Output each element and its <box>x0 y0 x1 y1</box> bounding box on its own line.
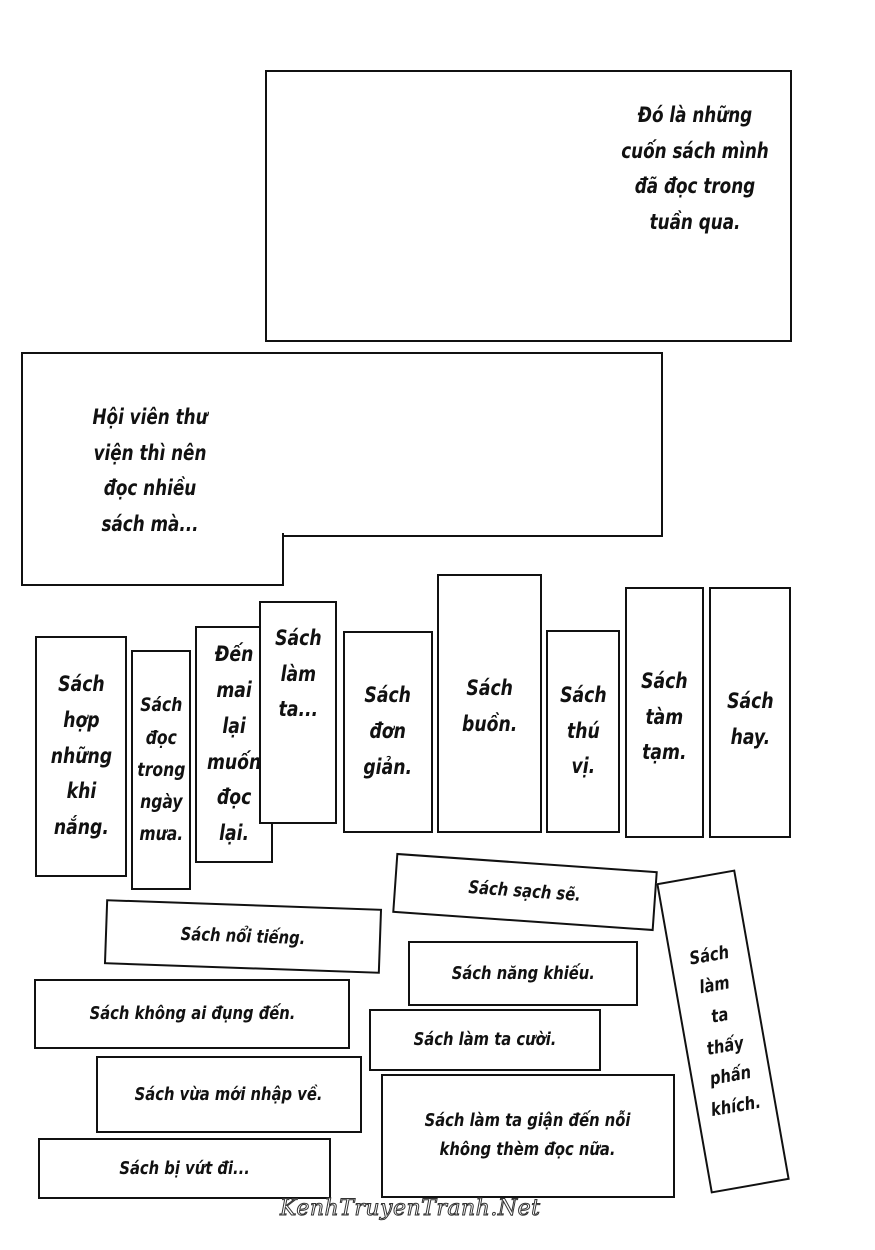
book-clean-label: Sách sạch sẽ. <box>468 877 582 907</box>
book-angry: Sách làm ta giận đến nỗi không thèm đọc … <box>381 1074 675 1198</box>
book-spine-rainy-label: Sách đọc trong ngày mưa. <box>136 694 186 846</box>
book-funny: Sách làm ta cười. <box>369 1009 601 1071</box>
book-spine-reread-label: Đến mai lại muốn đọc lại. <box>206 642 262 845</box>
book-spine-good-label: Sách hay. <box>726 689 774 749</box>
narration-middle: Hội viên thư viện thì nên đọc nhiều sách… <box>92 405 208 537</box>
book-spine-interesting: Sách thú vị. <box>546 630 620 833</box>
book-thrown-away: Sách bị vứt đi... <box>38 1138 331 1199</box>
book-untouched-label: Sách không ai đụng đến. <box>89 1003 295 1025</box>
book-spine-sad-label: Sách buồn. <box>461 676 518 736</box>
book-spine-sad: Sách buồn. <box>437 574 542 833</box>
book-untouched: Sách không ai đụng đến. <box>34 979 350 1049</box>
book-spine-sunny-label: Sách hợp những khi nắng. <box>50 672 112 840</box>
panel-middle-tab <box>21 533 284 586</box>
book-spine-so-so: Sách tàm tạm. <box>625 587 704 838</box>
panel-middle <box>21 352 663 537</box>
book-excited-label: Sách làm ta thấy phấn khích. <box>688 941 763 1121</box>
book-famous: Sách nổi tiếng. <box>103 899 383 974</box>
book-new-arrival-label: Sách vừa mới nhập về. <box>135 1083 323 1105</box>
book-new-arrival: Sách vừa mới nhập về. <box>96 1056 362 1133</box>
book-spine-makes-us: Sách làm ta... <box>259 601 337 824</box>
book-talent-label: Sách năng khiếu. <box>451 962 595 984</box>
book-clean: Sách sạch sẽ. <box>392 852 658 932</box>
watermark: KenhTruyenTranh.Net <box>279 1196 541 1222</box>
book-spine-simple-label: Sách đơn giản. <box>363 683 413 779</box>
book-spine-good: Sách hay. <box>709 587 791 838</box>
book-spine-so-so-label: Sách tàm tạm. <box>641 669 688 765</box>
book-funny-label: Sách làm ta cười. <box>413 1029 557 1051</box>
book-spine-rainy: Sách đọc trong ngày mưa. <box>131 650 191 890</box>
book-famous-label: Sách nổi tiếng. <box>180 923 306 950</box>
book-spine-sunny: Sách hợp những khi nắng. <box>35 636 127 877</box>
panel-top <box>265 70 792 342</box>
book-spine-makes-us-label: Sách làm ta... <box>274 626 322 722</box>
book-thrown-away-label: Sách bị vứt đi... <box>119 1157 250 1179</box>
book-spine-interesting-label: Sách thú vị. <box>559 682 607 779</box>
book-spine-simple: Sách đơn giản. <box>343 631 433 833</box>
book-talent: Sách năng khiếu. <box>408 941 638 1006</box>
narration-top: Đó là những cuốn sách mình đã đọc trong … <box>621 103 769 235</box>
book-excited: Sách làm ta thấy phấn khích. <box>656 869 790 1194</box>
book-angry-label: Sách làm ta giận đến nỗi không thèm đọc … <box>425 1110 631 1160</box>
